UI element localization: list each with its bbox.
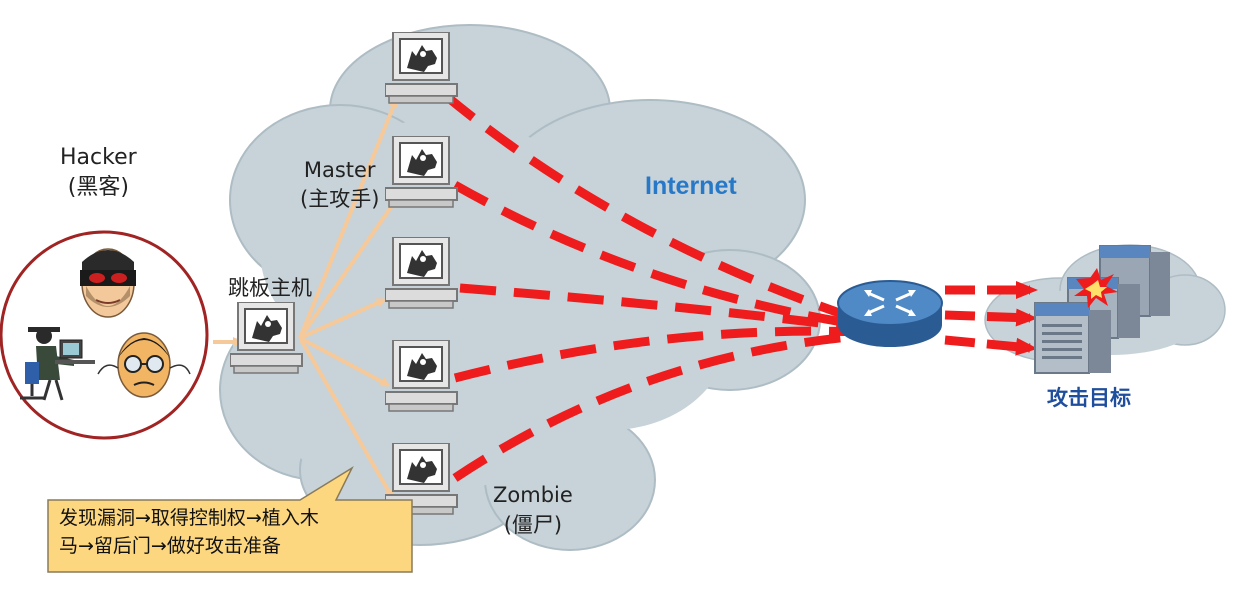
target-attack-arrows (944, 281, 1038, 356)
hacker-at-desk-icon (20, 327, 95, 401)
control-arrows (213, 97, 399, 500)
zombie-label-cn: (僵尸) (503, 513, 563, 537)
zombie-computer-icon-2 (385, 136, 458, 208)
internet-label: Internet (645, 172, 737, 200)
callout-box (47, 465, 413, 573)
hacker-label-en: Hacker (60, 145, 137, 170)
explosion-icon (1074, 268, 1118, 308)
masked-hacker-icon (80, 248, 136, 318)
callout-line-1: 发现漏洞→取得控制权→植入木 (59, 507, 319, 529)
zombie-label-en: Zombie (493, 483, 573, 507)
glasses-hacker-icon (97, 332, 191, 398)
hacker-label: Hacker (黑客) (60, 143, 137, 203)
jump-host-computer-icon (230, 302, 303, 374)
router-icon (837, 280, 943, 347)
jump-host-label: 跳板主机 (228, 276, 312, 300)
target-label: 攻击目标 (1047, 386, 1131, 410)
master-label-en: Master (303, 158, 376, 182)
master-label-cn: (主攻手) (300, 187, 380, 211)
server-icon (1034, 245, 1170, 374)
callout-line-2: 马→留后门→做好攻击准备 (59, 535, 281, 557)
hacker-label-cn: (黑客) (67, 175, 129, 200)
callout-text: 发现漏洞→取得控制权→植入木 马→留后门→做好攻击准备 (59, 504, 319, 560)
zombie-computer-icon-4 (385, 340, 458, 412)
zombie-label: Zombie (僵尸) (493, 480, 573, 540)
zombie-computer-icon-1 (385, 32, 458, 104)
attack-lines (442, 91, 862, 482)
master-label: Master (主攻手) (300, 156, 379, 214)
zombie-computer-icon-3 (385, 237, 458, 309)
